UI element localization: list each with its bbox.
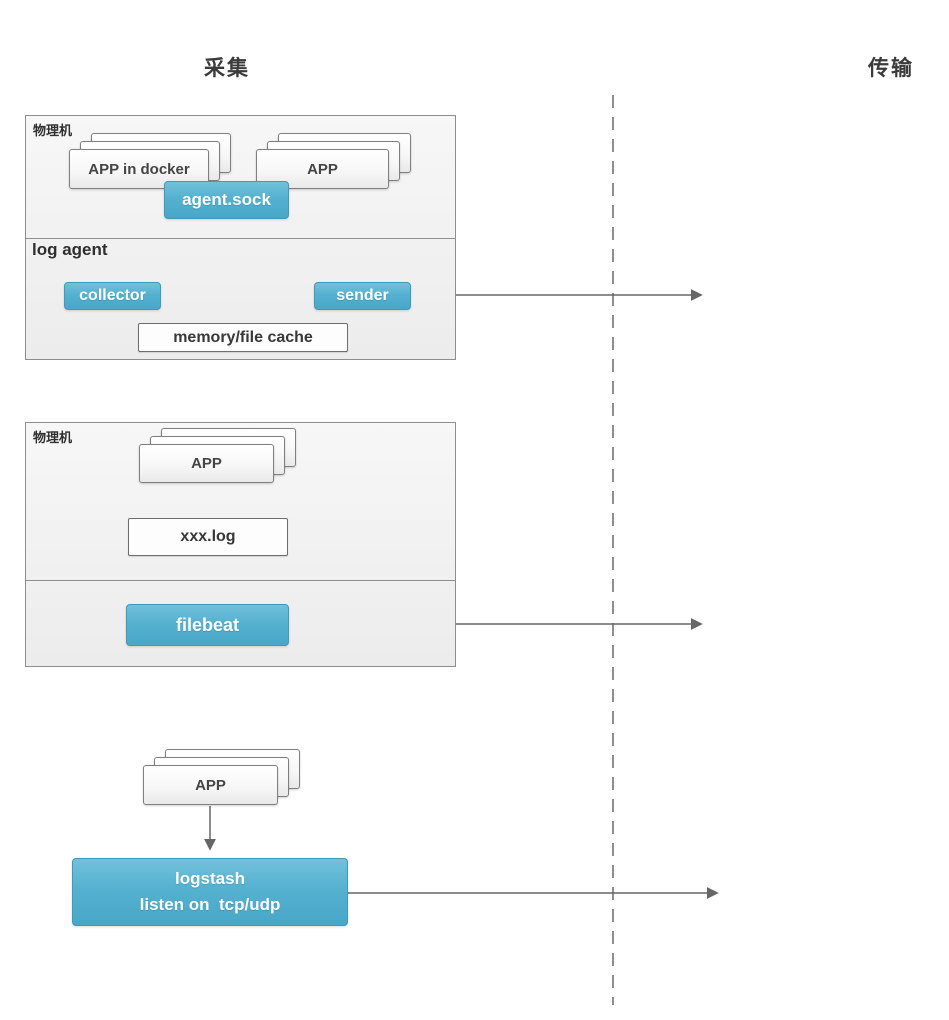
xxx-log-node: xxx.log (128, 518, 288, 556)
app-in-docker-stack: APP in docker (69, 133, 231, 189)
app-stack-logstash-group: APP (143, 749, 300, 805)
collector-node: collector (64, 282, 161, 310)
logstash-node-line2: listen on tcp/udp (139, 895, 281, 914)
docker-host-container: 物理机 log agent APP in docker APP agent.so… (25, 115, 456, 360)
sender-node: sender (314, 282, 411, 310)
logstash-node-line1: logstash (175, 868, 245, 888)
filebeat-host-label: 物理机 (33, 430, 73, 445)
log-agent-label: log agent (32, 240, 108, 259)
app-card-front: APP (139, 444, 274, 483)
app-stack-file-host: APP (139, 428, 296, 483)
app-in-docker-card-front: APP in docker (69, 149, 209, 189)
filebeat-section-divider (26, 579, 455, 581)
agent-sock-node: agent.sock (164, 181, 289, 219)
filebeat-host-container: 物理机 APP xxx.log filebeat (25, 422, 456, 667)
docker-host-label: 物理机 (33, 123, 73, 138)
app-card-front: APP (143, 765, 278, 805)
log-agent-section-divider (26, 237, 455, 239)
column-title-transmit: 传输 (868, 57, 914, 80)
logstash-node: logstash listen on tcp/udp (72, 858, 348, 926)
filebeat-node: filebeat (126, 604, 289, 646)
memory-file-cache-node: memory/file cache (138, 323, 348, 352)
column-title-collect: 采集 (204, 57, 250, 80)
